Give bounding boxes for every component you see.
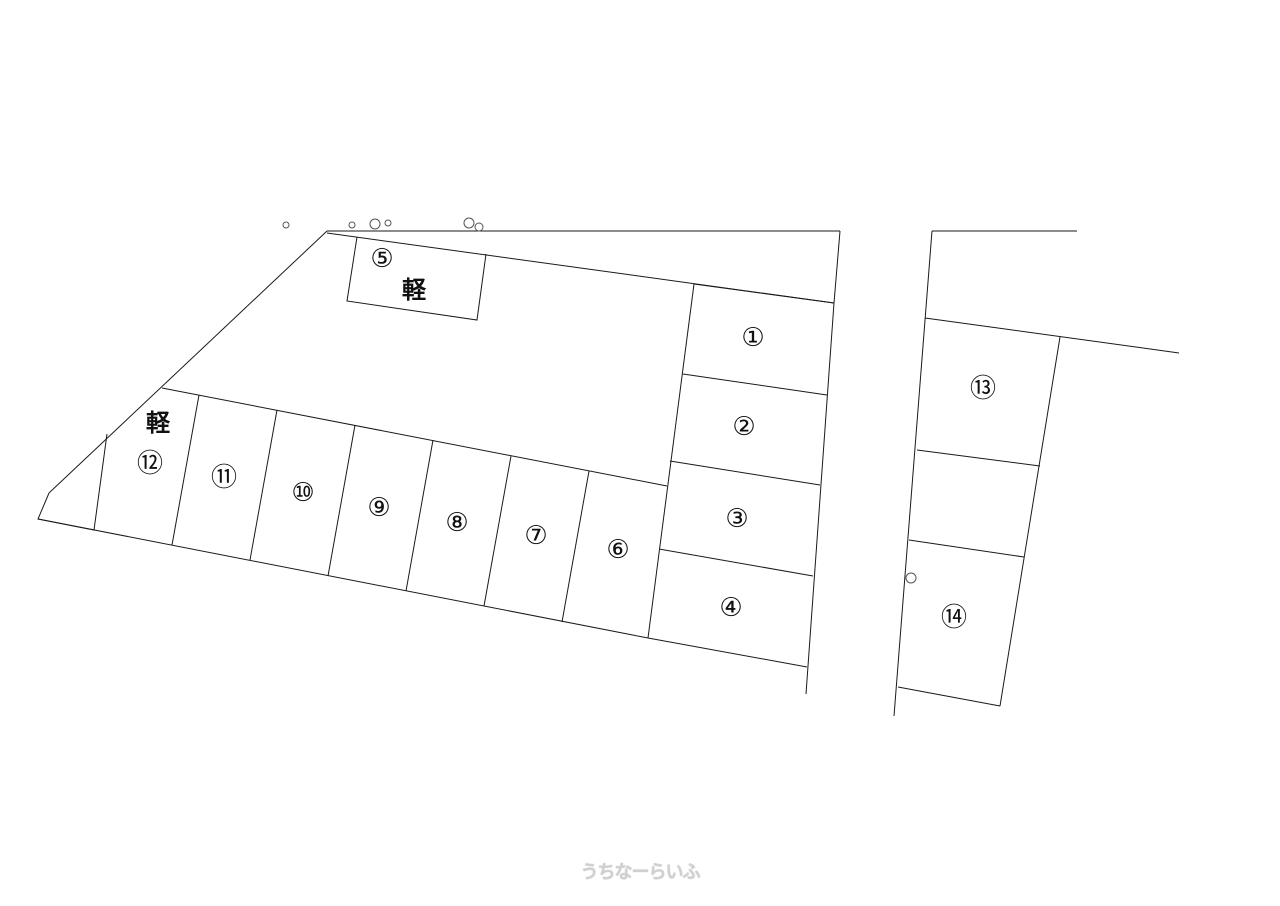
row-bottom-edge — [37, 518, 649, 639]
divider-9-8 — [405, 439, 434, 592]
space-1-2-divider — [682, 373, 828, 396]
space-label-4: ④ — [719, 593, 742, 623]
space-label-14: ⑭ — [941, 603, 967, 633]
marker-circle — [463, 217, 475, 229]
space-label-6: ⑥ — [606, 535, 629, 565]
space-label-2: ② — [732, 412, 755, 442]
space-13-bottom — [916, 449, 1041, 467]
marker-circle — [384, 219, 392, 227]
marker-circle — [474, 222, 484, 232]
right-lot-slanted-top — [924, 317, 1180, 354]
lot-right-edge-upper — [833, 230, 841, 304]
right-column-spaces — [647, 283, 835, 668]
divider-12-left — [93, 433, 108, 531]
divider-12-11 — [171, 394, 200, 546]
space-4-bottom — [647, 637, 808, 668]
markers — [282, 217, 917, 584]
space-3-4-divider — [658, 548, 814, 577]
divider-8-7 — [483, 455, 512, 607]
space-label-3: ③ — [725, 504, 748, 534]
marker-circle — [369, 218, 381, 230]
watermark: うちなーらいふ — [580, 862, 701, 883]
space-label-12: ⑫ — [137, 449, 163, 479]
lot-diagonal-edge — [48, 230, 328, 494]
space-label-13: ⑬ — [970, 374, 996, 404]
bottom-row-spaces — [37, 387, 668, 639]
space-5-outline — [346, 236, 487, 321]
space-1-top — [693, 283, 835, 304]
space-14-bottom — [897, 686, 1001, 707]
divider-7-6 — [561, 470, 590, 623]
space-label-5: ⑤ — [370, 244, 393, 274]
divider-10-9 — [327, 424, 356, 577]
space-label-9: ⑨ — [367, 493, 390, 523]
marker-circle — [282, 221, 290, 229]
space-labels: ① ② ③ ④ ⑤ 軽 ⑥ ⑦ ⑧ ⑨ ⑩ ⑪ 軽 ⑫ ⑬ ⑭ — [137, 244, 996, 633]
parking-space-5 — [346, 236, 487, 321]
space-label-1: ① — [741, 323, 764, 353]
kei-label-5: 軽 — [402, 276, 427, 304]
right-lot-inner-right — [999, 336, 1061, 707]
space-label-7: ⑦ — [524, 521, 547, 551]
marker-circle — [905, 572, 917, 584]
divider-11-10 — [249, 409, 278, 561]
row-top-edge — [161, 387, 668, 487]
middle-space-bottom — [908, 539, 1025, 558]
space-label-11: ⑪ — [211, 463, 237, 493]
marker-circle — [348, 221, 356, 229]
kei-label-12: 軽 — [146, 409, 171, 437]
right-lot-left-edge — [893, 230, 933, 717]
space-label-10: ⑩ — [291, 478, 314, 508]
space-2-3-divider — [669, 460, 821, 486]
lot-right-edge-lower — [805, 302, 835, 695]
right-lot — [893, 230, 1180, 717]
space-label-8: ⑧ — [445, 508, 468, 538]
